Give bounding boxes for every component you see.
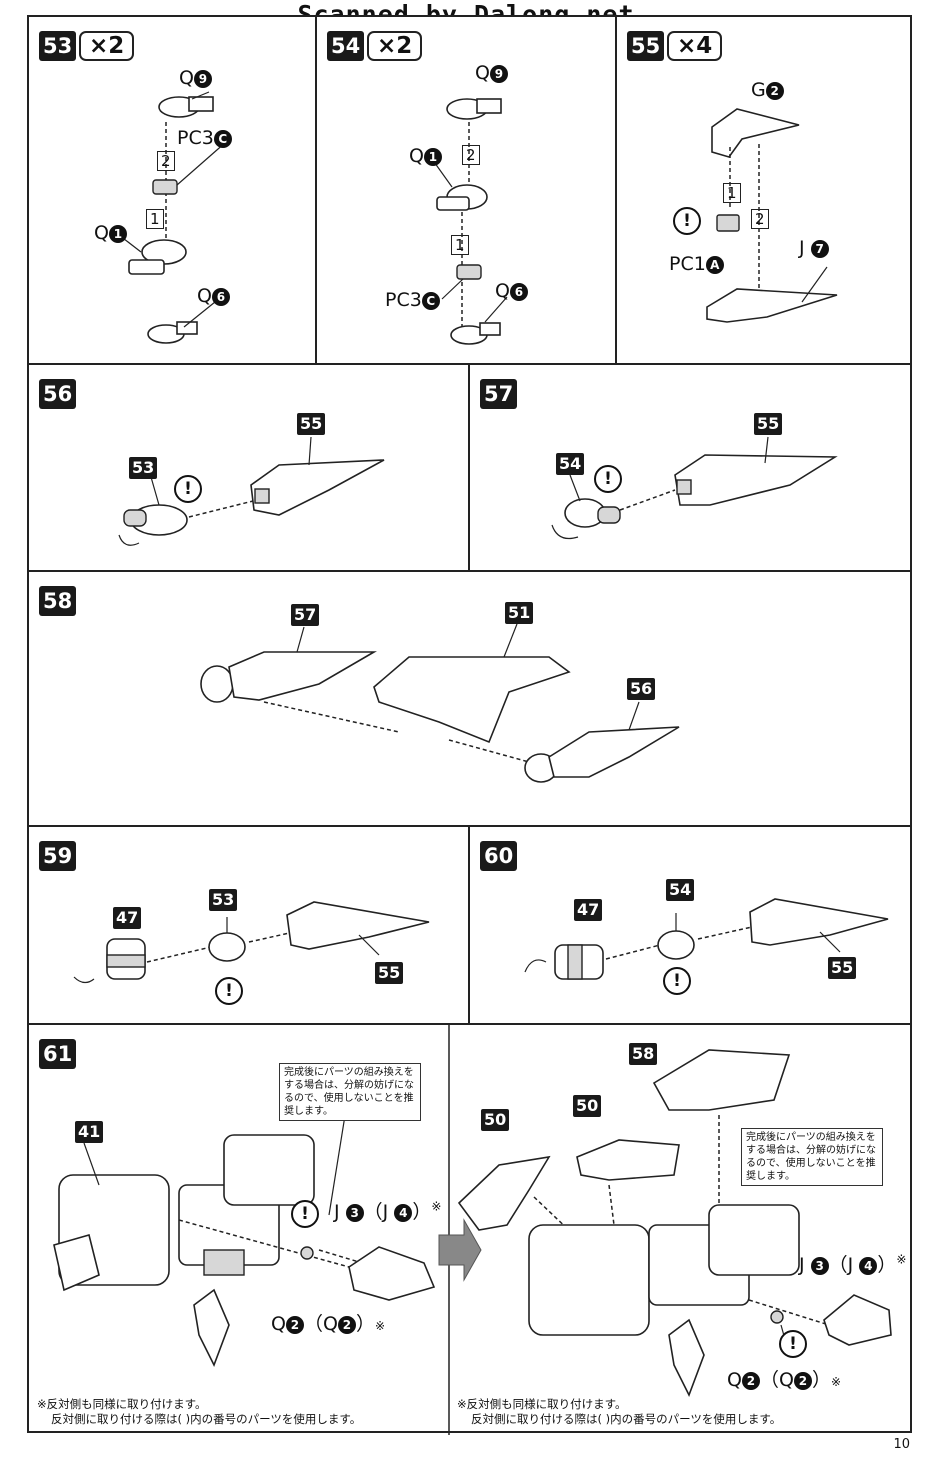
reuse-note-left: 完成後にパーツの組み換えをする場合は、分解の妨げになるので、使用しないことを推奨… (279, 1063, 421, 1121)
part-ref-55: 55 (828, 957, 857, 979)
step-57-panel: 57 54 55 ! (468, 363, 912, 572)
quantity-badge: ×4 (667, 31, 723, 61)
caution-icon: ! (673, 207, 701, 235)
step-59-illustration (73, 901, 430, 984)
order-box-1: 1 (146, 209, 164, 229)
step-number: 54 (327, 31, 365, 61)
step-number: 59 (39, 841, 77, 871)
order-box-2: 2 (462, 145, 480, 165)
order-box-1: 1 (451, 235, 469, 255)
step-number: 53 (39, 31, 77, 61)
page-number: 10 (893, 1437, 910, 1452)
step-59-panel: 59 47 53 55 ! (27, 825, 470, 1025)
caution-icon: ! (594, 465, 622, 493)
step-56-illustration (118, 436, 385, 546)
step-61-panel: 61 完成後にパーツの組み換えをする場合は、分解の妨 (27, 1023, 912, 1435)
part-ref-55: 55 (754, 413, 783, 435)
part-ref-51: 51 (505, 602, 534, 624)
order-box-2: 2 (157, 151, 175, 171)
part-label-j7: J 7 (799, 237, 829, 259)
footnote-left: ※反対側も同様に取り付けます。 反対側に取り付ける際は( )内の番号のパーツを使… (37, 1397, 361, 1427)
footnote-line-2: 反対側に取り付ける際は( )内の番号のパーツを使用します。 (471, 1412, 782, 1426)
step-number: 56 (39, 379, 77, 409)
caution-icon-left: ! (291, 1200, 319, 1228)
part-ref-54: 54 (556, 453, 585, 475)
step-number: 57 (480, 379, 518, 409)
part-ref-55: 55 (297, 413, 326, 435)
quantity-badge: ×2 (79, 31, 135, 61)
footnote-right: ※反対側も同様に取り付けます。 反対側に取り付ける際は( )内の番号のパーツを使… (457, 1397, 781, 1427)
step-58-panel: 58 57 51 56 (27, 570, 912, 827)
reuse-note-right: 完成後にパーツの組み換えをする場合は、分解の妨げになるので、使用しないことを推奨… (741, 1128, 883, 1186)
part-ref-57: 57 (291, 604, 320, 626)
step-number: 61 (39, 1039, 77, 1069)
part-ref-54: 54 (666, 879, 695, 901)
caution-icon-right: ! (779, 1330, 807, 1358)
part-label-j3-right: J 3（J 4）※ (799, 1252, 907, 1276)
part-ref-50-a: 50 (481, 1109, 510, 1131)
part-ref-41: 41 (75, 1121, 104, 1143)
part-ref-47: 47 (113, 907, 142, 929)
step-54-illustration (431, 98, 508, 345)
step-number: 55 (627, 31, 665, 61)
step-number: 60 (480, 841, 518, 871)
footnote-line-1: ※反対側も同様に取り付けます。 (457, 1397, 627, 1411)
part-ref-58: 58 (629, 1043, 658, 1065)
caution-icon: ! (174, 475, 202, 503)
caution-icon: ! (215, 977, 243, 1005)
step-53-illustration (118, 91, 227, 344)
step-60-illustration (524, 898, 889, 980)
part-ref-50-b: 50 (573, 1095, 602, 1117)
step-58-illustration (200, 623, 680, 783)
order-box-1: 1 (723, 183, 741, 203)
footnote-line-1: ※反対側も同様に取り付けます。 (37, 1397, 207, 1411)
step-55-illustration (706, 108, 838, 323)
footnote-line-2: 反対側に取り付ける際は( )内の番号のパーツを使用します。 (51, 1412, 362, 1426)
caution-icon: ! (663, 967, 691, 995)
quantity-badge: ×2 (367, 31, 423, 61)
step-61-illustration (53, 1025, 892, 1435)
part-ref-53: 53 (209, 889, 238, 911)
part-ref-47: 47 (574, 899, 603, 921)
step-56-panel: 56 53 55 ! (27, 363, 470, 572)
part-ref-55: 55 (375, 962, 404, 984)
order-box-2: 2 (751, 209, 769, 229)
part-ref-53: 53 (129, 457, 158, 479)
part-label-j3-left: J 3（J 4）※ (334, 1199, 442, 1223)
step-number: 58 (39, 586, 77, 616)
part-ref-56: 56 (627, 678, 656, 700)
step-57-illustration (551, 436, 838, 540)
step-60-panel: 60 47 54 55 ! (468, 825, 912, 1025)
